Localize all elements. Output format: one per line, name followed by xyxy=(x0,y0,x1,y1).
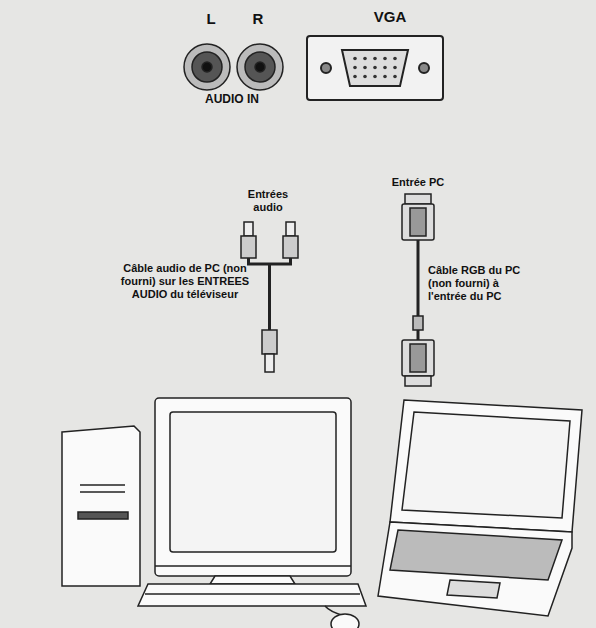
drawing-part xyxy=(447,580,500,598)
label: Entrées audio xyxy=(238,188,298,214)
drawing-part xyxy=(283,236,298,258)
drawing-part xyxy=(62,426,140,586)
drawing-part xyxy=(419,63,429,73)
drawing-part xyxy=(321,63,331,73)
drawing-part xyxy=(268,264,271,330)
drawing-part xyxy=(245,52,275,82)
drawing-part xyxy=(410,344,426,372)
label: Câble RGB du PC (non fourni) à l'entrée … xyxy=(428,264,538,304)
label: VGA xyxy=(360,8,420,26)
drawing-part xyxy=(192,52,222,82)
drawing-part xyxy=(202,62,212,72)
drawing-part xyxy=(237,44,283,90)
desktop-computer xyxy=(62,398,366,628)
drawing-part xyxy=(80,491,125,493)
drawing-part xyxy=(350,53,400,81)
drawing-part xyxy=(244,222,253,236)
label: L xyxy=(196,10,226,28)
drawing-part xyxy=(342,50,408,86)
vga-cable xyxy=(402,194,434,386)
label: Câble audio de PC (non fourni) sur les E… xyxy=(110,262,260,302)
drawing-part xyxy=(210,576,295,584)
drawing-part xyxy=(155,398,351,576)
drawing-part xyxy=(331,614,359,628)
drawing-part xyxy=(402,204,434,240)
drawing-part xyxy=(307,36,443,100)
drawing-part xyxy=(390,400,582,532)
drawing-part xyxy=(417,240,420,316)
drawing-part xyxy=(138,584,366,606)
drawing-part xyxy=(405,194,431,204)
drawing-part xyxy=(390,530,562,580)
drawing-part xyxy=(80,484,125,486)
drawing-part xyxy=(402,340,434,376)
drawing-part xyxy=(413,316,423,330)
drawing-part xyxy=(402,412,570,518)
drawing-part xyxy=(378,522,572,616)
label: Entrée PC xyxy=(373,176,463,189)
drawing-part xyxy=(145,593,360,595)
drawing-part xyxy=(249,258,291,264)
drawing-part xyxy=(410,208,426,236)
vga-port xyxy=(307,36,443,100)
drawing-part xyxy=(417,330,420,340)
audio-jacks xyxy=(184,44,283,90)
label: AUDIO IN xyxy=(182,92,282,106)
drawing-part xyxy=(184,44,230,90)
drawing-part xyxy=(241,236,256,258)
drawing-part xyxy=(170,412,336,552)
drawing-part xyxy=(155,565,351,567)
drawing-part xyxy=(78,512,128,519)
laptop-computer xyxy=(378,400,582,616)
audio-cable xyxy=(241,222,298,372)
drawing-part xyxy=(255,62,265,72)
drawing-part xyxy=(262,330,277,354)
drawing-part xyxy=(286,222,295,236)
label: R xyxy=(243,10,273,28)
drawing-part xyxy=(265,354,274,372)
drawing-part xyxy=(405,376,431,386)
